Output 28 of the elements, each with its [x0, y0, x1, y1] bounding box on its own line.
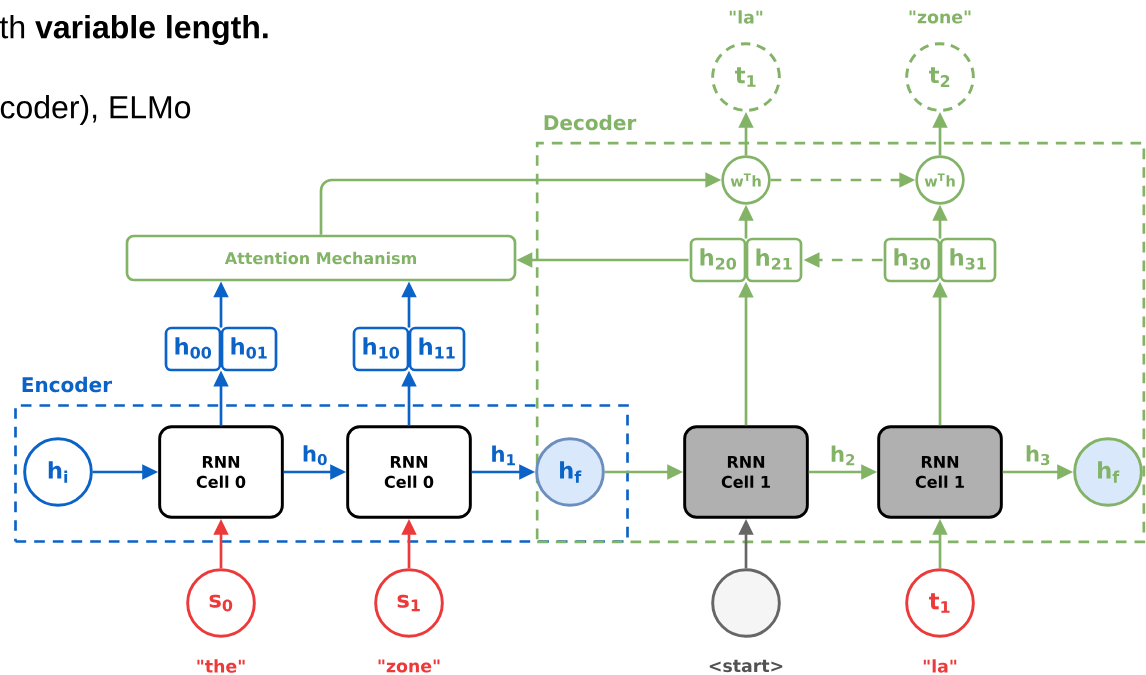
slide-text: th variable length. [0, 15, 268, 45]
word-label: "the" [197, 659, 245, 673]
word-label: "la" [923, 659, 957, 673]
start-circle [711, 568, 781, 638]
node-label: Encoder [22, 376, 112, 393]
slide-text: coder), ELMo [0, 95, 191, 125]
edge-label: h$_{2}$ [828, 444, 858, 467]
word-label: "zone" [378, 659, 440, 673]
node-label: h$_{21}$ [756, 248, 792, 270]
edge-label: h$_{1}$ [489, 444, 518, 467]
edge-label: h$_{0}$ [300, 444, 330, 467]
word-label: "la" [729, 10, 763, 24]
rnn-cell-box: RNN Cell 1 [877, 425, 1003, 519]
rnn-cell-box: RNN Cell 0 [158, 425, 284, 519]
edge-label: h$_{3}$ [1023, 444, 1053, 467]
rnn-cell-box: RNN Cell 0 [346, 425, 472, 519]
word-label: <start> [709, 659, 783, 673]
node-label: h$_{31}$ [950, 248, 986, 270]
hidden-state-box: h$_{20}$ h$_{21}$ [689, 237, 803, 283]
hidden-state-box: h$_{10}$ h$_{11}$ [352, 326, 466, 372]
node-label: h$_{00}$ [175, 337, 212, 359]
rnn-cell-box: RNN Cell 1 [683, 425, 809, 519]
attention-box: Attention Mechanism [125, 234, 517, 282]
hidden-state-box: h$_{00}$ h$_{01}$ [164, 326, 278, 372]
node-label: Decoder [544, 114, 637, 131]
hidden-state-box: h$_{30}$ h$_{31}$ [883, 237, 997, 283]
node-label: h$_{11}$ [419, 337, 455, 359]
word-label: "zone" [909, 10, 971, 24]
